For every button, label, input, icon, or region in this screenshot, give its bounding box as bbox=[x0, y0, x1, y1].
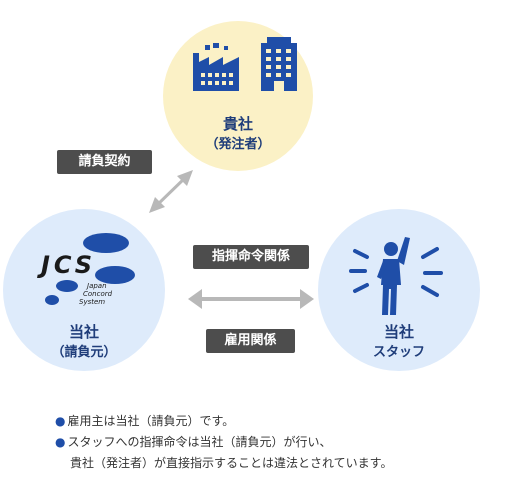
double-arrow-icon bbox=[188, 289, 314, 309]
company-subtitle: （請負元） bbox=[51, 345, 117, 360]
worker-raising-hand-icon bbox=[349, 237, 443, 315]
logo-tagline-2: Concord bbox=[83, 290, 113, 298]
contract-arrow-icon bbox=[149, 170, 193, 213]
factory-icon bbox=[193, 43, 239, 91]
company-title: 当社 bbox=[68, 323, 99, 341]
logo-text: JCS bbox=[37, 251, 96, 279]
note-line-3: 貴社（発注者）が直接指示することは違法とされています。 bbox=[70, 456, 393, 470]
bullet-icon: ● bbox=[55, 414, 66, 428]
staff-title: 当社 bbox=[383, 323, 414, 341]
logo-tagline-1: Japan bbox=[85, 282, 107, 290]
note-line-1: 雇用主は当社（請負元）です。 bbox=[67, 414, 235, 428]
client-title: 貴社 bbox=[222, 115, 253, 133]
note-item-2-continued: 貴社（発注者）が直接指示することは違法とされています。 bbox=[55, 453, 495, 474]
company-circle: JCS Japan Concord System 当社 （請負元） bbox=[3, 209, 165, 371]
note-item-1: ●雇用主は当社（請負元）です。 bbox=[55, 411, 495, 432]
staff-circle: 当社 スタッフ bbox=[318, 209, 480, 371]
bullet-icon: ● bbox=[55, 435, 66, 449]
client-circle: 貴社 （発注者） bbox=[163, 21, 313, 171]
contract-label: 請負契約 bbox=[57, 150, 152, 174]
jcs-logo: JCS Japan Concord System bbox=[37, 233, 135, 306]
client-subtitle: （発注者） bbox=[205, 137, 271, 152]
note-item-2: ●スタッフへの指揮命令は当社（請負元）が行い、 bbox=[55, 432, 495, 453]
logo-tagline-3: System bbox=[79, 298, 105, 306]
office-building-icon bbox=[261, 37, 297, 91]
command-relation-label: 指揮命令関係 bbox=[193, 245, 309, 269]
employment-relation-label: 雇用関係 bbox=[206, 329, 295, 353]
notes: ●雇用主は当社（請負元）です。 ●スタッフへの指揮命令は当社（請負元）が行い、 … bbox=[55, 411, 495, 474]
note-line-2: スタッフへの指揮命令は当社（請負元）が行い、 bbox=[67, 435, 332, 449]
staff-subtitle: スタッフ bbox=[372, 345, 425, 360]
